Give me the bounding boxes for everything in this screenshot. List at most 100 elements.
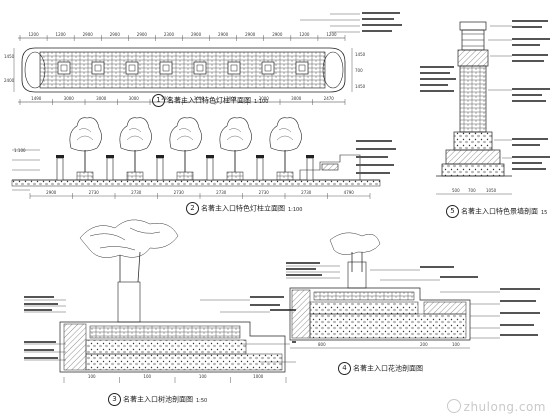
lamp-post [306,157,314,181]
plan-lamp-base [227,61,241,75]
tree-pit-dim: 100 [88,374,96,379]
caption-scale: 15 [541,209,548,216]
watermark-text: zhulong.com [463,400,546,414]
plan-bottom-dim: 3000 [194,96,205,101]
tree-canopy-detail [226,128,244,141]
plan-side-dim: 1450 [355,52,366,57]
caption-scale: 1:100 [288,206,303,213]
plan-top-dim: 1200 [28,32,39,37]
tree-planter [126,171,144,181]
plan-top-dim: 2300 [164,32,175,37]
plan-bottom-dim: 3000 [64,96,75,101]
plan-top-dim: 2900 [218,32,229,37]
elevation-lamp-posts [56,155,314,181]
caption-number: 4 [338,362,351,375]
plan-lamp-core [196,64,204,72]
tree-pit-leaders [24,299,296,363]
lamp-post-cap [256,155,264,158]
plan-top-dim: 2900 [272,32,283,37]
plan-lamp-base [261,61,275,75]
elevation-scale-note: 1:100 [14,148,26,153]
elevation-dim: 2730 [89,190,100,195]
plan-lamp-core [94,64,102,72]
caption-title: 名著主入口特色灯柱平面图 [167,96,251,105]
tree-pit-annotations [24,296,296,359]
plan-lamp-bases [57,61,309,75]
plan-lamp-base [91,61,105,75]
watermark-logo-icon [446,399,461,413]
elevation-dim: 2730 [131,190,142,195]
column-left-annotations [420,66,456,92]
plan-top-dim: 2900 [191,32,202,37]
planter-dim: 800 [318,342,326,347]
caption-number: 2 [186,202,199,215]
column-leaders [488,25,512,159]
planter-dim: 100 [452,342,460,347]
tree-canopy-detail [76,128,94,141]
tree-pit-dim: 100 [143,374,151,379]
plan-top-dim: 2900 [110,32,121,37]
plan-lamp-base [295,61,309,75]
plan-left-dim: 2400 [4,78,15,83]
caption-title: 名著主入口特色景墙剖面 [461,207,538,216]
tree-canopy [169,117,202,152]
tree-canopy [69,117,102,152]
planter-annotations [286,262,540,336]
tree-canopy [269,117,302,152]
column-section: 500 700 1050 [420,20,550,195]
plan-left-dim: 1450 [4,54,15,59]
watermark: zhulong.com [446,399,546,414]
caption-scale: 1:50 [196,397,208,404]
elevation-right-annotations [356,140,396,174]
tree-canopy [219,117,252,152]
tree-canopy [79,219,179,283]
plan-bottom-dim: 3000 [161,96,172,101]
tree-pit-dim: 1000 [253,374,264,379]
plan-top-dim: 2900 [137,32,148,37]
lamp-post-cap [306,155,314,158]
plan-lamp-core [128,64,136,72]
lamp-post [256,157,264,181]
caption-number: 1 [152,94,165,107]
plan-lamp-base [57,61,71,75]
plan-top-dim: 1200 [299,32,310,37]
plan-lamp-base [125,61,139,75]
planter-section: 800 200 100 [286,232,540,349]
plan-annotation-bars [362,12,402,32]
planter-dim: 200 [420,342,428,347]
lamp-post [106,157,114,181]
elevation-dim: 2730 [174,190,185,195]
caption-title: 名著主入口花池剖面图 [353,364,423,373]
elevation-dim: 2730 [301,190,312,195]
tree-canopy [119,117,152,152]
lamp-post-cap [206,155,214,158]
caption-title: 名著主入口特色灯柱立面图 [201,204,285,213]
lamp-post [56,157,64,181]
column-dim: 1050 [486,188,497,193]
caption-number: 5 [446,205,459,218]
elevation-dim: 2730 [216,190,227,195]
lamp-post-cap [156,155,164,158]
plan-top-dim: 2900 [245,32,256,37]
plan-lamp-core [162,64,170,72]
plan-bottom-dim: 3000 [291,96,302,101]
plan-lamp-base [159,61,173,75]
lamp-post-cap [106,155,114,158]
plan-bottom-dim: 3000 [259,96,270,101]
caption-title: 名著主入口树池剖面图 [123,395,193,404]
lamp-post-cap [56,155,64,158]
plan-side-dim: 700 [355,68,363,73]
plan-left-dimensions: 1450 2400 [4,48,15,92]
plan-lamp-core [230,64,238,72]
